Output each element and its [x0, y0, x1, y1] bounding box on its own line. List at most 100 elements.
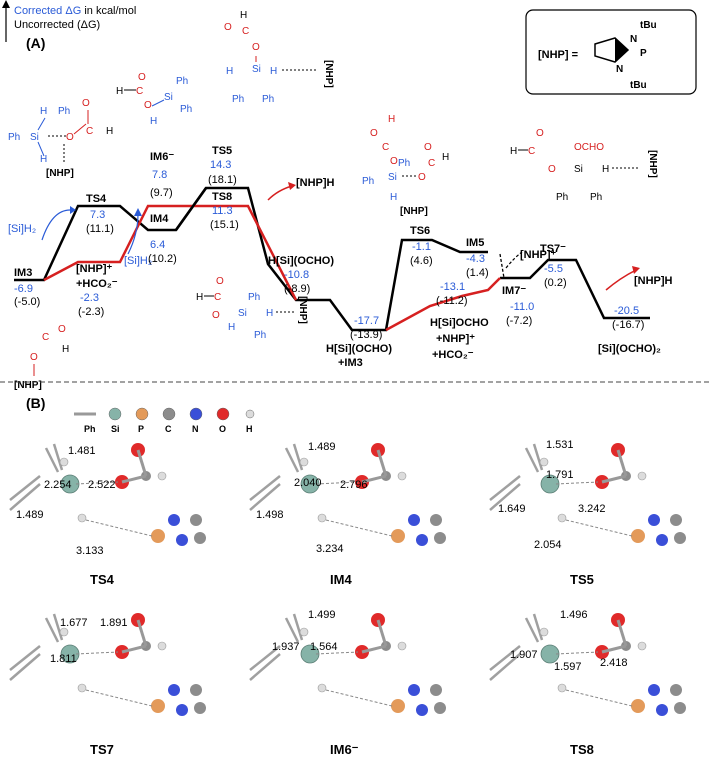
svg-text:(0.2): (0.2): [544, 277, 567, 289]
nhph-label-1: [NHP]H: [296, 177, 335, 189]
nhph-arrow-1: [267, 185, 293, 201]
svg-text:H: H: [442, 152, 449, 163]
nhp-n-bottom: N: [616, 64, 623, 75]
svg-text:-6.9: -6.9: [14, 283, 33, 295]
svg-text:Ph: Ph: [232, 94, 244, 105]
wedge-icon: [615, 38, 628, 62]
svg-text:O: O: [219, 424, 226, 434]
structure-TS4: H Ph Ph Si H O O C H [NHP]: [8, 98, 113, 179]
svg-text:[NHP]: [NHP]: [400, 206, 428, 217]
svg-text:-13.1: -13.1: [440, 281, 465, 293]
nhp-tbu-bottom: tBu: [630, 80, 647, 91]
structure-IM6-bottom: H C O O Si Ph Ph H H [NHP]: [196, 276, 308, 341]
svg-text:C: C: [428, 158, 435, 169]
bond-distance: 3.133: [76, 545, 104, 557]
svg-text:TS7⁻: TS7⁻: [540, 243, 566, 255]
svg-text:Si: Si: [252, 64, 261, 75]
svg-text:H[Si](OCHO): H[Si](OCHO): [268, 255, 334, 267]
state-IM5: IM5 -4.3 (1.4): [466, 237, 489, 279]
state-TS5: TS5 14.3 (18.1): [208, 145, 237, 186]
svg-text:Ph: Ph: [254, 330, 266, 341]
svg-text:(1.4): (1.4): [466, 267, 489, 279]
svg-text:O: O: [138, 72, 146, 83]
state-IM3: IM3 -6.9 (-5.0): [14, 267, 40, 308]
svg-text:H: H: [390, 192, 397, 203]
panel-b-label: (B): [26, 395, 45, 411]
svg-text:TS6: TS6: [410, 225, 430, 237]
svg-text:[NHP]: [NHP]: [647, 150, 658, 178]
bond-distance: 2.054: [534, 539, 562, 551]
svg-text:H: H: [266, 308, 273, 319]
svg-text:H: H: [196, 292, 203, 303]
structure-TS5: H O C O Si H H Ph Ph [NHP]: [224, 10, 334, 105]
nhp-plus-arrow: [505, 251, 523, 269]
svg-text:7.3: 7.3: [90, 209, 105, 221]
bond-distance: 1.498: [256, 509, 284, 521]
svg-text:H: H: [116, 86, 123, 97]
profile-red-path: [43, 204, 298, 301]
svg-text:P: P: [138, 424, 144, 434]
bond-distance: 1.481: [68, 445, 96, 457]
svg-text:O: O: [30, 352, 38, 363]
svg-text:C: C: [165, 424, 172, 434]
nhp-p: P: [640, 48, 647, 59]
atom-legend-c: C: [162, 407, 176, 434]
geometry-name: TS5: [570, 572, 594, 587]
energy-profile: [Si]H₂ [Si]H₂ [NHP]H [NHP]H [NHP]⁺ IM3 -…: [8, 145, 673, 369]
svg-text:7.8: 7.8: [152, 169, 167, 181]
svg-text:+HCO₂⁻: +HCO₂⁻: [76, 278, 118, 290]
atom-legend-o: O: [216, 407, 230, 434]
svg-text:+HCO₂⁻: +HCO₂⁻: [432, 349, 474, 361]
svg-text:Ph: Ph: [590, 192, 602, 203]
panel-a-label: (A): [26, 35, 45, 51]
state-HSiOCHO: H[Si](OCHO) -10.8 (-8.9): [268, 255, 334, 295]
geometry-name: TS7: [90, 742, 114, 757]
svg-text:IM6⁻: IM6⁻: [150, 151, 174, 163]
svg-text:Ph: Ph: [84, 424, 96, 434]
profile-black-path: [14, 186, 488, 332]
svg-text:(-7.2): (-7.2): [506, 315, 532, 327]
svg-text:(-2.3): (-2.3): [78, 306, 104, 318]
bond-distance: 1.649: [498, 503, 526, 515]
bond-distance: 1.489: [308, 441, 336, 453]
bond-distance: 1.489: [16, 509, 44, 521]
state-IM7: IM7⁻ -11.0 (-7.2): [502, 285, 534, 327]
svg-text:[NHP]⁺: [NHP]⁺: [76, 263, 113, 275]
svg-text:O: O: [390, 156, 398, 167]
svg-text:C: C: [242, 26, 249, 37]
bond-distance: 2.522: [88, 479, 116, 491]
structure-HSi-TS6: H O C O Si Ph Ph H O C H O [NHP]: [362, 114, 449, 217]
svg-text:Ph: Ph: [248, 292, 260, 303]
svg-text:Si: Si: [164, 92, 173, 103]
structure-IM6: H C O O Si Ph Ph H: [116, 72, 192, 127]
svg-text:O: O: [212, 310, 220, 321]
svg-text:H: H: [602, 164, 609, 175]
state-IM4: IM4 6.4 (10.2): [148, 213, 177, 265]
svg-text:Si: Si: [30, 132, 39, 143]
svg-text:O: O: [216, 276, 224, 287]
svg-text:O: O: [536, 128, 544, 139]
svg-text:H: H: [240, 10, 247, 21]
svg-text:(-11.2): (-11.2): [436, 295, 468, 307]
sih2-label-a: [Si]H₂: [8, 223, 36, 235]
svg-text:(15.1): (15.1): [210, 219, 239, 231]
svg-text:Ph: Ph: [58, 106, 70, 117]
svg-text:(18.1): (18.1): [208, 174, 237, 186]
state-TS7: TS7⁻ -5.5 (0.2): [540, 243, 567, 289]
bond-distance: 2.040: [294, 477, 322, 489]
svg-text:-1.1: -1.1: [412, 241, 431, 253]
atom-legend-ph: Ph: [74, 412, 96, 434]
svg-text:TS8: TS8: [212, 191, 232, 203]
svg-text:O: O: [82, 98, 90, 109]
svg-text:+IM3: +IM3: [338, 357, 363, 369]
svg-text:14.3: 14.3: [210, 159, 231, 171]
atom-legend-h: H: [245, 409, 255, 434]
svg-text:Ph: Ph: [262, 94, 274, 105]
bond-distance: 1.791: [546, 469, 574, 481]
